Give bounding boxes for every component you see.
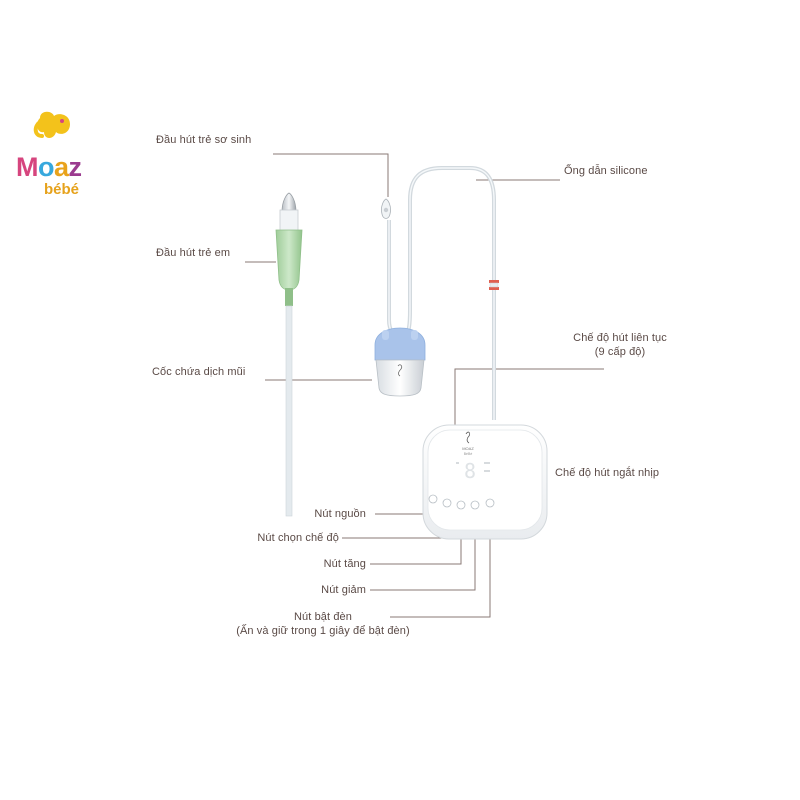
label-mucus-cup: Cốc chứa dịch mũi <box>152 366 246 378</box>
light-button-icon[interactable] <box>485 498 495 508</box>
decrease-button-icon[interactable] <box>470 500 480 510</box>
label-child-tip: Đầu hút trẻ em <box>156 247 231 259</box>
label-continuous-mode-title: Chế độ hút liên tục <box>573 332 667 344</box>
leader-newborn-tip <box>273 153 389 197</box>
label-newborn-tip: Đầu hút trẻ sơ sinh <box>156 134 252 146</box>
power-button-icon[interactable] <box>428 494 438 504</box>
display-panel: 8 <box>456 459 490 483</box>
unit-brand-text: MOAZ <box>462 446 474 451</box>
unit-buttons <box>428 494 495 510</box>
leader-light <box>390 502 491 618</box>
child-tube <box>285 305 293 517</box>
child-suction-tip <box>275 192 303 306</box>
brand-letter-o1: o <box>38 152 55 182</box>
brand-letter-m: M <box>16 152 39 182</box>
brand-letter-o2: a <box>54 152 69 182</box>
brand-logo: Moaz <box>16 152 82 182</box>
unit-sub-text: BéBé <box>464 452 473 456</box>
tube-connector <box>489 280 499 290</box>
label-power-button: Nút nguồn <box>314 508 366 520</box>
label-continuous-mode: Chế độ hút liên tục (9 cấp độ) <box>560 331 680 359</box>
label-increase-button: Nút tăng <box>323 558 366 570</box>
brand-sub: bébé <box>44 181 80 198</box>
leader-lines <box>245 153 604 618</box>
newborn-suction-tip <box>381 198 391 219</box>
label-light-button-title: Nút bật đèn <box>294 611 352 623</box>
label-pulse-mode: Chế độ hút ngắt nhịp <box>555 467 660 479</box>
elephant-logo-icon <box>33 111 70 138</box>
brand-letter-z: z <box>68 152 83 182</box>
label-silicone-tube: Ống dẫn silicone <box>564 165 648 177</box>
increase-button-icon[interactable] <box>456 500 466 510</box>
label-decrease-button: Nút giảm <box>321 584 366 596</box>
mode-button-icon[interactable] <box>442 498 452 508</box>
display-digit: 8 <box>464 459 476 483</box>
mucus-cup <box>374 327 426 397</box>
label-light-button-note: (Ấn và giữ trong 1 giây để bật đèn) <box>236 625 410 637</box>
label-continuous-mode-levels: (9 cấp độ) <box>594 346 646 358</box>
main-unit: MOAZ BéBé 8 <box>422 424 548 540</box>
label-light-button: Nút bật đèn (Ấn và giữ trong 1 giây để b… <box>218 610 428 638</box>
label-mode-button: Nút chọn chế độ <box>257 532 339 544</box>
